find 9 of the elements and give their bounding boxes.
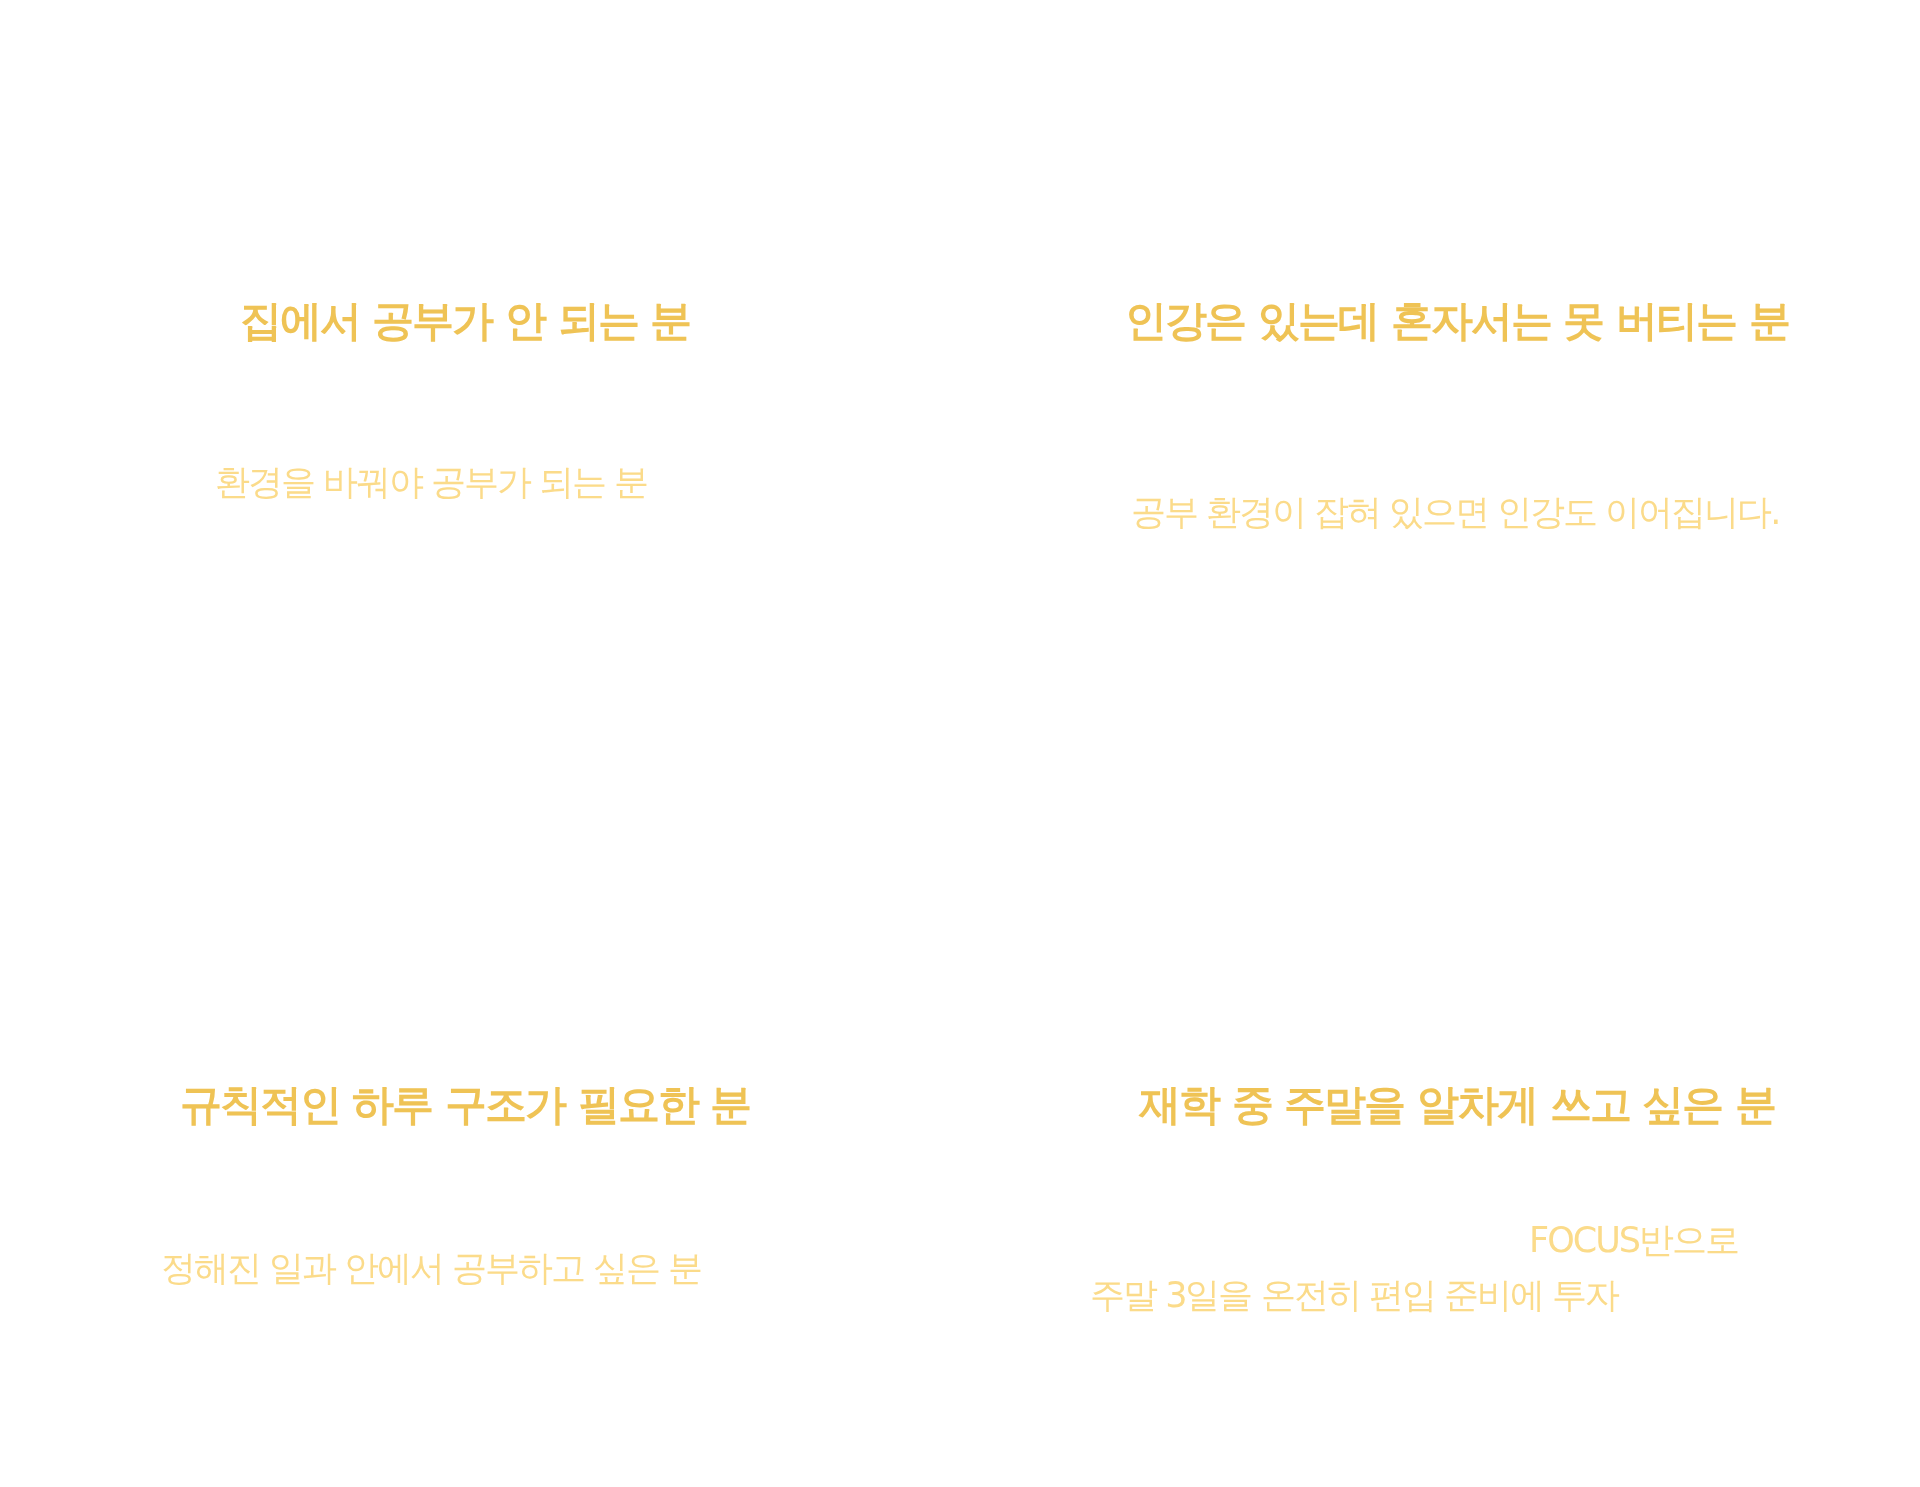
description: FOCUS반으로 <box>1529 1219 1738 1262</box>
description: 공부 환경이 잡혀 있으면 인강도 이어집니다. <box>1130 491 1780 534</box>
heading: 재학 중 주말을 알차게 쓰고 싶은 분 <box>1139 1079 1775 1131</box>
heading: 규칙적인 하루 구조가 필요한 분 <box>179 1079 751 1131</box>
description: 주말 3일을 온전히 편입 준비에 투자 <box>1090 1274 1618 1317</box>
heading: 집에서 공부가 안 되는 분 <box>239 295 691 347</box>
description: 정해진 일과 안에서 공부하고 싶은 분 <box>160 1247 702 1290</box>
heading: 인강은 있는데 혼자서는 못 버티는 분 <box>1125 295 1789 347</box>
description: 환경을 바꿔야 공부가 되는 분 <box>214 461 648 504</box>
